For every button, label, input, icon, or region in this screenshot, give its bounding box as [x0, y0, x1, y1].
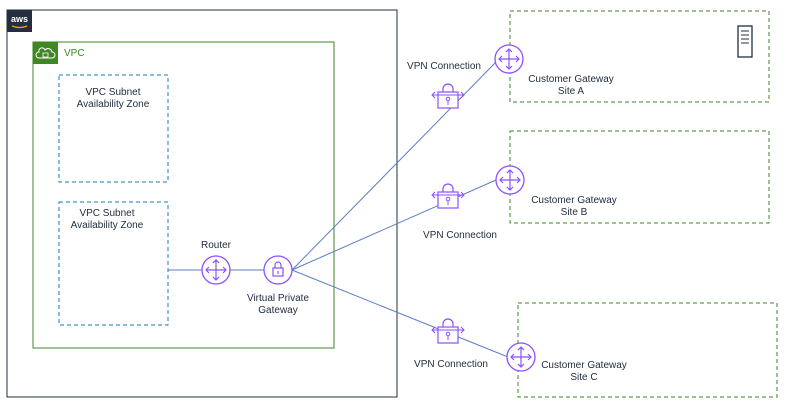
- site-a-label-line1: Customer Gateway: [528, 74, 614, 85]
- vpn-link-site-c: [291, 269, 509, 358]
- site-b-label-line1: Customer Gateway: [531, 195, 617, 206]
- vpn-lock-icon: [431, 83, 465, 109]
- vpg-label-line1: Virtual Private: [247, 293, 310, 304]
- vpn-link-site-b: [291, 179, 497, 271]
- vpn-lock-icon: [431, 183, 465, 209]
- router-icon: [506, 342, 536, 372]
- vpn-connection-c-label: VPN Connection: [414, 359, 488, 370]
- padlock-icon: [263, 255, 293, 285]
- vpc-boundary: [32, 41, 335, 349]
- router-label: Router: [201, 240, 232, 251]
- site-b-label-line2: Site B: [561, 207, 588, 218]
- subnet-2-label-line1: VPC Subnet: [79, 208, 134, 219]
- vpg-label-line2: Gateway: [258, 305, 297, 316]
- cloud-lock-icon: [33, 42, 58, 64]
- router-icon: [495, 165, 525, 195]
- router-icon: [494, 44, 524, 74]
- vpn-lock-icon: [431, 318, 465, 344]
- aws-cloud-boundary: [6, 9, 398, 398]
- subnet-2-label-line2: Availability Zone: [71, 220, 144, 231]
- site-c-label-line1: Customer Gateway: [541, 360, 627, 371]
- vpc-label: VPC: [64, 48, 85, 59]
- router-icon: [201, 255, 231, 285]
- site-a-label-line2: Site A: [558, 86, 584, 97]
- site-b-boundary: [509, 130, 770, 224]
- subnet-2-boundary: [58, 201, 169, 326]
- site-c-label-line2: Site C: [570, 372, 597, 383]
- site-a-boundary: [509, 10, 770, 103]
- site-c-boundary: [517, 302, 778, 398]
- subnet-1-boundary: [58, 74, 169, 183]
- subnet-1-label-line2: Availability Zone: [77, 99, 150, 110]
- vpn-connection-a-label: VPN Connection: [407, 61, 481, 72]
- aws-logo-icon: aws: [7, 10, 32, 32]
- subnet-1-label-line1: VPC Subnet: [85, 87, 140, 98]
- aws-badge-label: aws: [11, 14, 28, 24]
- server-icon: [737, 25, 753, 58]
- vpn-connection-b-label: VPN Connection: [423, 230, 497, 241]
